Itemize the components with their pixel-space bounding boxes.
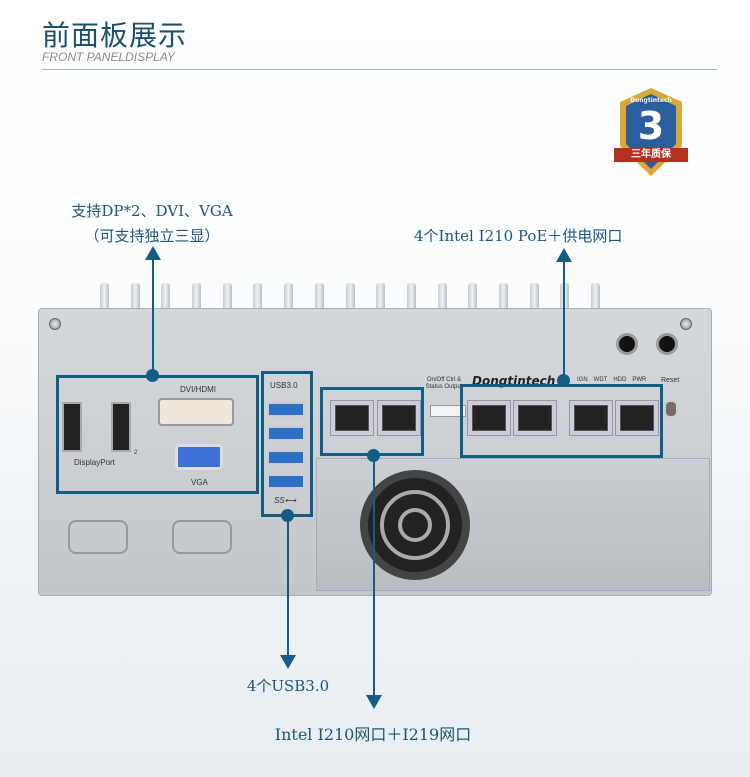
displayport-label: DisplayPort <box>74 458 115 467</box>
badge-brand: Dongtintech <box>630 97 672 104</box>
displayport-1[interactable] <box>62 402 82 452</box>
usb-leader-line <box>287 515 289 657</box>
usb-port-4[interactable] <box>267 474 305 489</box>
poe-lan-port-2[interactable] <box>513 400 557 436</box>
dvi-port[interactable] <box>158 398 234 426</box>
display-leader-line <box>152 258 154 376</box>
poe-lan-port-4[interactable] <box>615 400 659 436</box>
screw-icon <box>49 318 61 330</box>
led-hdd: HDD <box>613 377 627 383</box>
led-ign: IGN <box>577 377 588 383</box>
antenna-icon <box>656 333 678 355</box>
superspeed-logo: SS⟷ <box>274 496 297 505</box>
displayport-2[interactable] <box>111 402 131 452</box>
poe-dot <box>557 374 570 387</box>
poe-callout: 4个Intel I210 PoE＋供电网口 <box>414 227 623 245</box>
usb-callout: 4个USB3.0 <box>246 677 330 695</box>
displayport-superscript: 2 <box>134 450 138 456</box>
lan-port-2[interactable] <box>377 400 421 436</box>
lan-leader-line <box>373 455 375 697</box>
display-callout: 支持DP*2、DVI、VGA （可支持独立三显） <box>52 200 252 246</box>
badge-number: 3 <box>637 104 665 148</box>
usb-port-1[interactable] <box>267 402 305 417</box>
led-indicators: IGN WDT HDD PWR <box>577 377 646 383</box>
poe-lan-port-3[interactable] <box>569 400 613 436</box>
screw-icon <box>680 318 692 330</box>
divider <box>42 69 717 70</box>
lan-ports-highlight <box>320 387 424 456</box>
vga-label: VGA <box>191 478 208 487</box>
fan-icon <box>360 470 470 580</box>
display-callout-line2: （可支持独立三显） <box>84 227 220 245</box>
antenna-icon <box>616 333 638 355</box>
usb-ports-highlight <box>261 371 313 517</box>
arrow-down-icon <box>280 655 296 669</box>
db9-cover <box>172 520 232 554</box>
lan-port-1[interactable] <box>330 400 374 436</box>
badge-ribbon: 三年质保 <box>631 149 671 160</box>
poe-lan-port-1[interactable] <box>467 400 511 436</box>
arrow-up-icon <box>556 248 572 262</box>
display-dot <box>146 369 159 382</box>
shield-icon <box>614 88 688 176</box>
ctrl-label: On/Off Ctrl & Status Output <box>425 377 463 390</box>
usb-port-2[interactable] <box>267 426 305 441</box>
led-wdt: WDT <box>593 377 608 383</box>
lan-callout: Intel I210网口＋I219网口 <box>274 725 472 744</box>
led-pwr: PWR <box>632 377 647 383</box>
page-title: 前面板展示 <box>42 19 188 52</box>
page-subtitle: FRONT PANELDISPLAY <box>42 50 175 64</box>
poe-ports-highlight <box>460 384 663 458</box>
dvi-label: DVI/HDMI <box>180 385 216 394</box>
arrow-up-icon <box>145 246 161 260</box>
warranty-badge: Dongtintech 3 三年质保 <box>612 86 690 180</box>
reset-label: Reset <box>661 377 680 384</box>
display-ports-highlight <box>56 375 259 494</box>
poe-leader-line <box>563 260 565 380</box>
usb-label: USB3.0 <box>270 381 298 390</box>
arrow-down-icon <box>366 695 382 709</box>
display-callout-line1: 支持DP*2、DVI、VGA <box>71 202 233 220</box>
vga-port[interactable] <box>175 444 223 470</box>
power-button[interactable] <box>664 400 678 418</box>
status-connector[interactable] <box>430 405 466 417</box>
usb-port-3[interactable] <box>267 450 305 465</box>
db9-cover <box>68 520 128 554</box>
